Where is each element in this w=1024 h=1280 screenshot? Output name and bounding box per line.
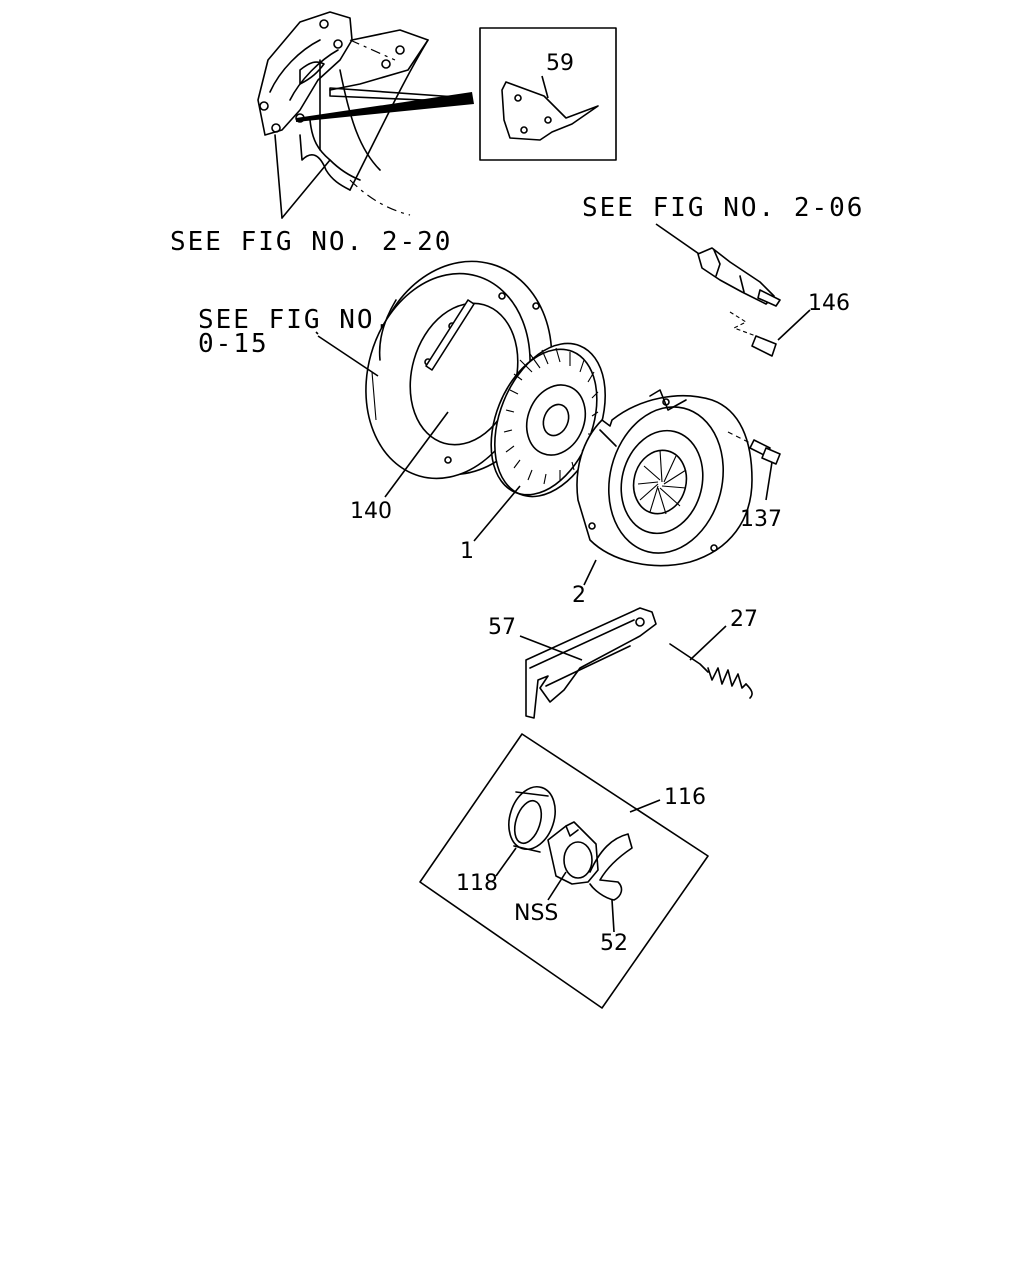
release-fork-drawing: [519, 607, 657, 719]
ref-fig-0-15-label-line1: SEE FIG NO.: [198, 305, 392, 335]
callout-2: 2: [572, 583, 586, 608]
callout-57: 57: [488, 615, 516, 640]
ref-fig-2-06-label: SEE FIG NO. 2-06: [582, 193, 864, 223]
callout-118: 118: [456, 871, 498, 896]
callout-1: 1: [460, 539, 474, 564]
callout-137: 137: [740, 507, 782, 532]
callout-52: 52: [600, 931, 628, 956]
transmission-housing-drawing: [257, 11, 474, 219]
callout-140: 140: [350, 499, 392, 524]
reference-leaders: [315, 331, 319, 335]
slave-cylinder-drawing: [655, 223, 811, 357]
callout-116: 116: [664, 785, 706, 810]
ref-fig-2-20-label: SEE FIG NO. 2-20: [170, 227, 452, 257]
callout-146: 146: [808, 291, 850, 316]
callout-27: 27: [730, 607, 758, 632]
bracket-59-inset: [479, 27, 617, 161]
bolt-137-drawing: [727, 431, 781, 501]
callout-nss: NSS: [514, 901, 558, 926]
pressure-plate-drawing: [576, 389, 753, 586]
callout-59: 59: [546, 51, 574, 76]
ref-fig-0-15-label-line2: 0-15: [198, 329, 269, 359]
release-bearing-kit-box: [419, 733, 709, 1009]
flywheel-drawing: [317, 260, 553, 498]
return-spring-drawing: [669, 625, 753, 699]
